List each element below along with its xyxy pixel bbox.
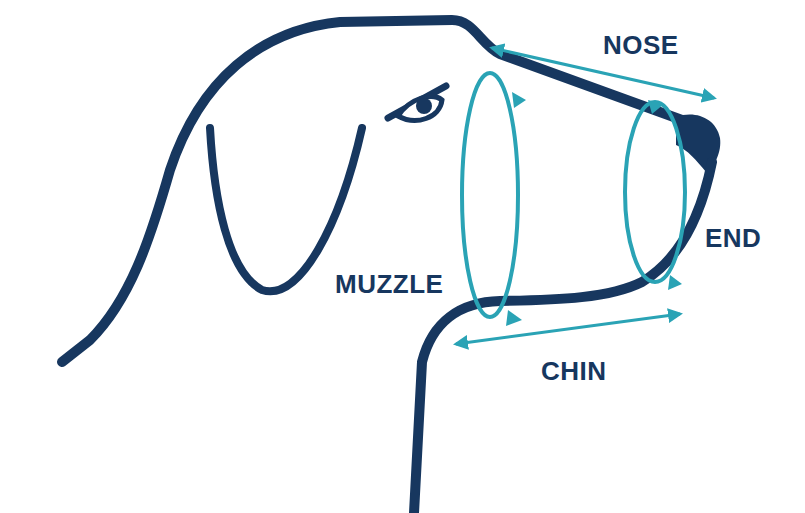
eye bbox=[398, 97, 442, 121]
muzzle-ring bbox=[462, 73, 518, 317]
ring-arrowhead bbox=[668, 275, 682, 290]
part-label: CHIN bbox=[541, 358, 607, 384]
chin-dimension-arrow bbox=[456, 314, 680, 344]
ring-arrowhead bbox=[506, 310, 522, 326]
part-label: END bbox=[705, 225, 761, 251]
jaw-neck-outline bbox=[414, 162, 712, 513]
part-label: MUZZLE bbox=[335, 271, 443, 297]
ring-arrowhead bbox=[512, 92, 526, 108]
ring-arrowhead bbox=[648, 100, 664, 114]
part-label: NOSE bbox=[603, 32, 679, 58]
end-ring bbox=[625, 102, 685, 282]
ear-outline bbox=[210, 128, 362, 291]
eye-pupil bbox=[416, 98, 432, 114]
